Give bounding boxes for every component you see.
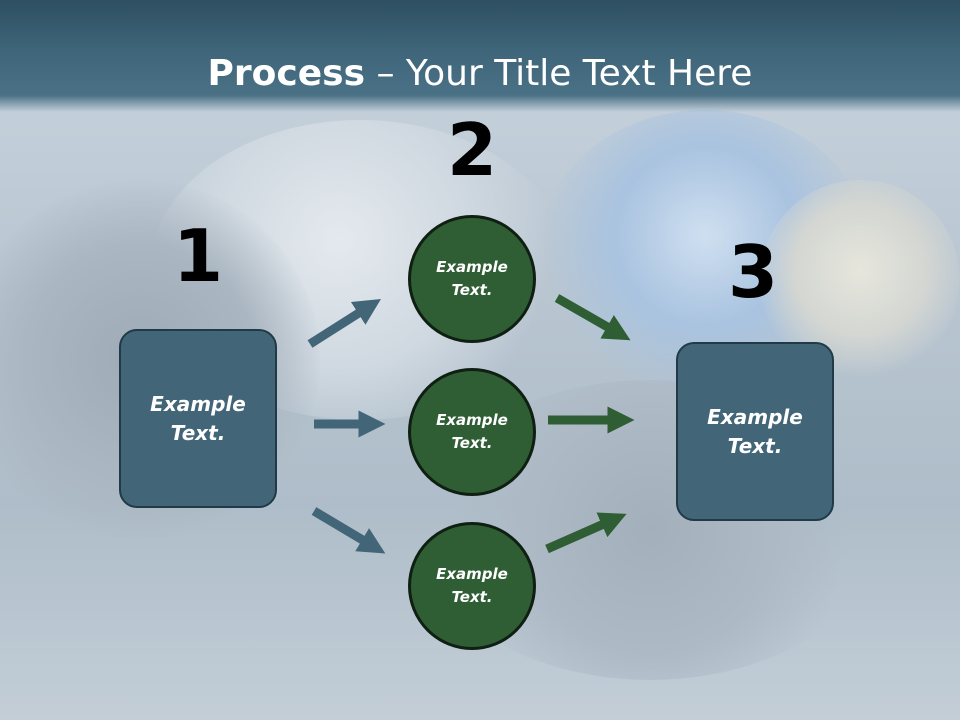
arrow-left-to-bottom xyxy=(311,507,386,554)
step-number-1: 1 xyxy=(172,214,224,298)
right-box-line1: Example xyxy=(707,404,803,429)
circle-middle-line2: Text. xyxy=(451,434,493,452)
left-box: Example Text. xyxy=(119,329,277,508)
right-box-line2: Text. xyxy=(727,433,783,458)
circle-top: Example Text. xyxy=(408,215,536,343)
title-bar xyxy=(0,0,960,112)
title-rest: – Your Title Text Here xyxy=(365,53,753,94)
title-bold: Process xyxy=(207,53,366,94)
arrow-bottom-to-right xyxy=(545,512,627,554)
circle-middle-line1: Example xyxy=(436,411,508,429)
arrow-top-to-right xyxy=(554,294,631,341)
right-box: Example Text. xyxy=(676,342,834,521)
circle-bottom: Example Text. xyxy=(408,522,536,650)
circle-bottom-line1: Example xyxy=(436,565,508,583)
circle-top-line2: Text. xyxy=(451,281,493,299)
circle-top-line1: Example xyxy=(436,258,508,276)
step-number-2: 2 xyxy=(446,108,498,192)
left-box-line1: Example xyxy=(150,391,246,416)
circle-bottom-line2: Text. xyxy=(451,588,493,606)
circle-middle: Example Text. xyxy=(408,368,536,496)
left-box-line2: Text. xyxy=(170,420,226,445)
slide-title: Process – Your Title Text Here xyxy=(0,52,960,96)
arrow-left-to-top xyxy=(307,298,381,348)
step-number-3: 3 xyxy=(727,230,779,314)
